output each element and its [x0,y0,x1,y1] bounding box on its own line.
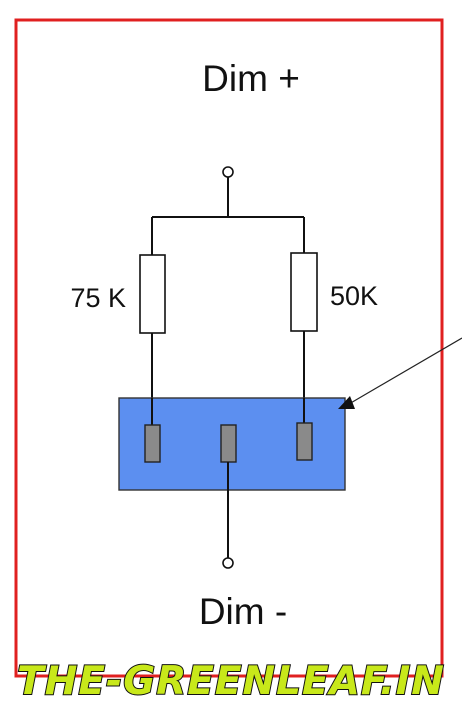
connector-internal-wiring [151,398,305,425]
dim-minus-label: Dim - [199,591,287,632]
red-frame [14,18,444,678]
dim-plus-label: Dim + [202,58,300,99]
top-terminal [222,166,234,178]
resistor-50k-label: 50K [330,281,378,311]
connector-pin-middle [220,424,237,463]
watermark: THE-GREENLEAF.IN [16,658,445,705]
pointer-arrowhead-icon [338,396,355,409]
watermark-text: THE-GREENLEAF.IN [17,659,445,704]
resistor-to-connector-wiring [151,331,305,398]
resistor-75k-label: 75 K [70,283,126,313]
top-wiring [151,177,305,255]
connector-pin-left [144,424,161,463]
connector-pin-right [296,422,313,461]
resistor-50k [290,252,318,332]
bottom-terminal [222,557,234,569]
resistor-75k [139,254,166,334]
pointer-arrow-line [348,337,462,405]
